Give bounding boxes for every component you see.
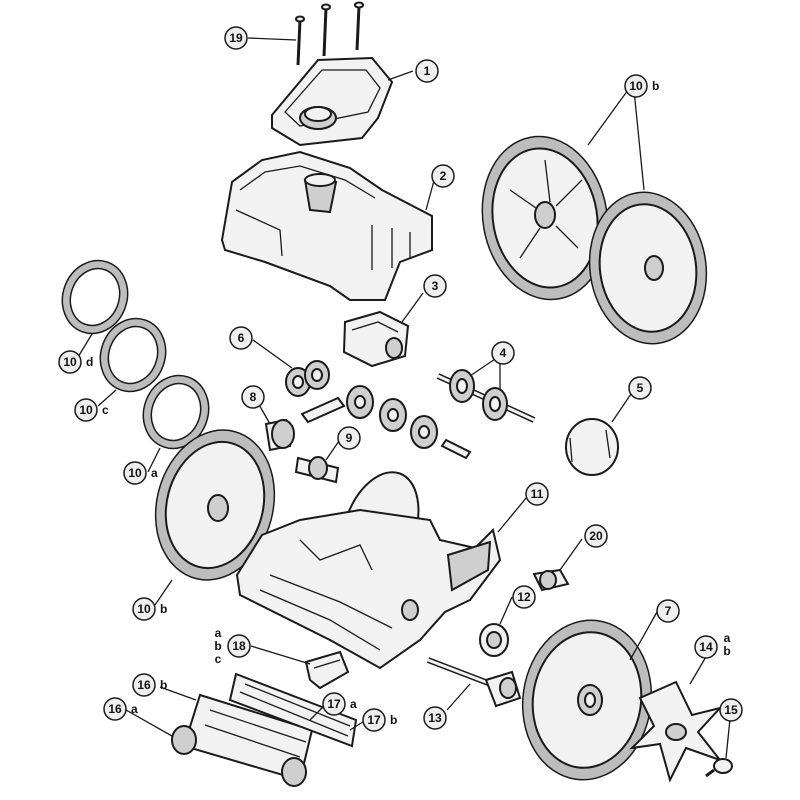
callout-number: 19 xyxy=(229,31,243,45)
callout-number: 17 xyxy=(367,713,381,727)
part-19-screws xyxy=(295,1,364,66)
callout-17b: 17 b xyxy=(362,708,397,732)
callout-7: 7 xyxy=(656,599,680,623)
callout-16a: 16 a xyxy=(103,697,138,721)
part-14-star-spider xyxy=(629,680,723,783)
part-18-bracket xyxy=(304,650,350,690)
callout-variant-a: a xyxy=(724,631,731,645)
callout-suffix: b xyxy=(652,79,659,93)
part-15-cap-screw xyxy=(705,758,733,778)
callout-6: 6 xyxy=(229,326,253,350)
callout-4: 4 xyxy=(491,341,515,365)
callout-suffix: c xyxy=(102,403,109,417)
callout-suffix: b xyxy=(390,713,397,727)
callout-number: 6 xyxy=(238,331,245,345)
callout-1: 1 xyxy=(415,59,439,83)
callout-14: 14 a b xyxy=(694,631,731,659)
callout-number: 8 xyxy=(250,390,257,404)
part-6-gear-pair xyxy=(285,360,330,397)
callout-number: 16 xyxy=(108,702,122,716)
callout-suffix: a xyxy=(131,702,138,716)
callout-variant-b: b xyxy=(723,644,730,658)
callout-number: 7 xyxy=(665,604,672,618)
callout-10c: 10 c xyxy=(74,398,109,422)
callout-number: 5 xyxy=(637,381,644,395)
callout-number: 10 xyxy=(137,602,151,616)
callout-suffix: a xyxy=(151,466,158,480)
callout-10a: 10 a xyxy=(123,461,158,485)
callout-number: 10 xyxy=(63,355,77,369)
part-3-pivot-housing xyxy=(342,310,410,368)
callout-11: 11 xyxy=(525,482,549,506)
callout-18: 18 a b c xyxy=(214,626,251,666)
callout-13: 13 xyxy=(423,706,447,730)
callout-suffix: d xyxy=(86,355,93,369)
part-10b-wheel-upper-right xyxy=(588,191,708,345)
callout-number: 13 xyxy=(428,711,442,725)
callout-number: 1 xyxy=(424,64,431,78)
callout-number: 14 xyxy=(699,640,713,654)
callout-number: 11 xyxy=(531,487,544,501)
callout-number: 4 xyxy=(500,346,507,360)
callout-number: 12 xyxy=(517,590,531,604)
part-9-bearing xyxy=(294,456,340,484)
callout-number: 3 xyxy=(432,279,439,293)
callout-number: 17 xyxy=(327,697,341,711)
part-20-bushing xyxy=(532,568,570,592)
callout-10d: 10 d xyxy=(58,350,93,374)
gear-train xyxy=(300,385,472,460)
callout-15: 15 xyxy=(719,698,743,722)
callout-number: 16 xyxy=(137,678,151,692)
callout-20: 20 xyxy=(584,524,608,548)
callout-number: 15 xyxy=(724,703,738,717)
callout-number: 20 xyxy=(589,529,603,543)
callout-variant-b: b xyxy=(214,639,221,653)
part-12-bearing-cup xyxy=(479,623,509,657)
part-10d-tire-band xyxy=(61,259,129,335)
part-10b-wheel-upper-left xyxy=(481,135,609,301)
callout-suffix: b xyxy=(160,678,167,692)
part-1-top-cover xyxy=(271,56,394,147)
part-11-chassis xyxy=(235,471,502,670)
callout-10b-top: 10 b xyxy=(624,74,659,98)
part-10c-tire-band xyxy=(99,317,167,393)
callout-17a: 17 a xyxy=(322,692,357,716)
leader-lines xyxy=(77,37,731,759)
callout-12: 12 xyxy=(512,585,536,609)
callout-8: 8 xyxy=(241,385,265,409)
callout-number: 10 xyxy=(629,79,643,93)
part-16-roller-assembly xyxy=(171,693,314,787)
callout-number: 2 xyxy=(440,169,447,183)
part-5-hub-cap xyxy=(565,418,619,476)
callout-19: 19 xyxy=(224,26,248,50)
part-4-axle-gears xyxy=(436,369,536,423)
callout-10b-bottom: 10 b xyxy=(132,597,167,621)
callout-3: 3 xyxy=(423,274,447,298)
callout-number: 18 xyxy=(232,639,246,653)
callout-number: 9 xyxy=(346,431,353,445)
part-10a-tire-band xyxy=(142,374,210,450)
callout-variant-a: a xyxy=(215,626,222,640)
part-13-drive-shaft xyxy=(426,657,522,708)
callout-variant-c: c xyxy=(215,652,222,666)
callout-2: 2 xyxy=(431,164,455,188)
callout-suffix: b xyxy=(160,602,167,616)
callout-number: 10 xyxy=(79,403,93,417)
part-8-gear xyxy=(264,418,295,452)
part-2-body-cover xyxy=(220,150,433,301)
callout-suffix: a xyxy=(350,697,357,711)
part-17-roller-strips xyxy=(228,672,358,748)
callout-number: 10 xyxy=(128,466,142,480)
callout-5: 5 xyxy=(628,376,652,400)
callout-9: 9 xyxy=(337,426,361,450)
part-7-wheel xyxy=(521,619,653,781)
part-10b-wheel-lower-left xyxy=(154,429,276,581)
callout-16b: 16 b xyxy=(132,673,167,697)
